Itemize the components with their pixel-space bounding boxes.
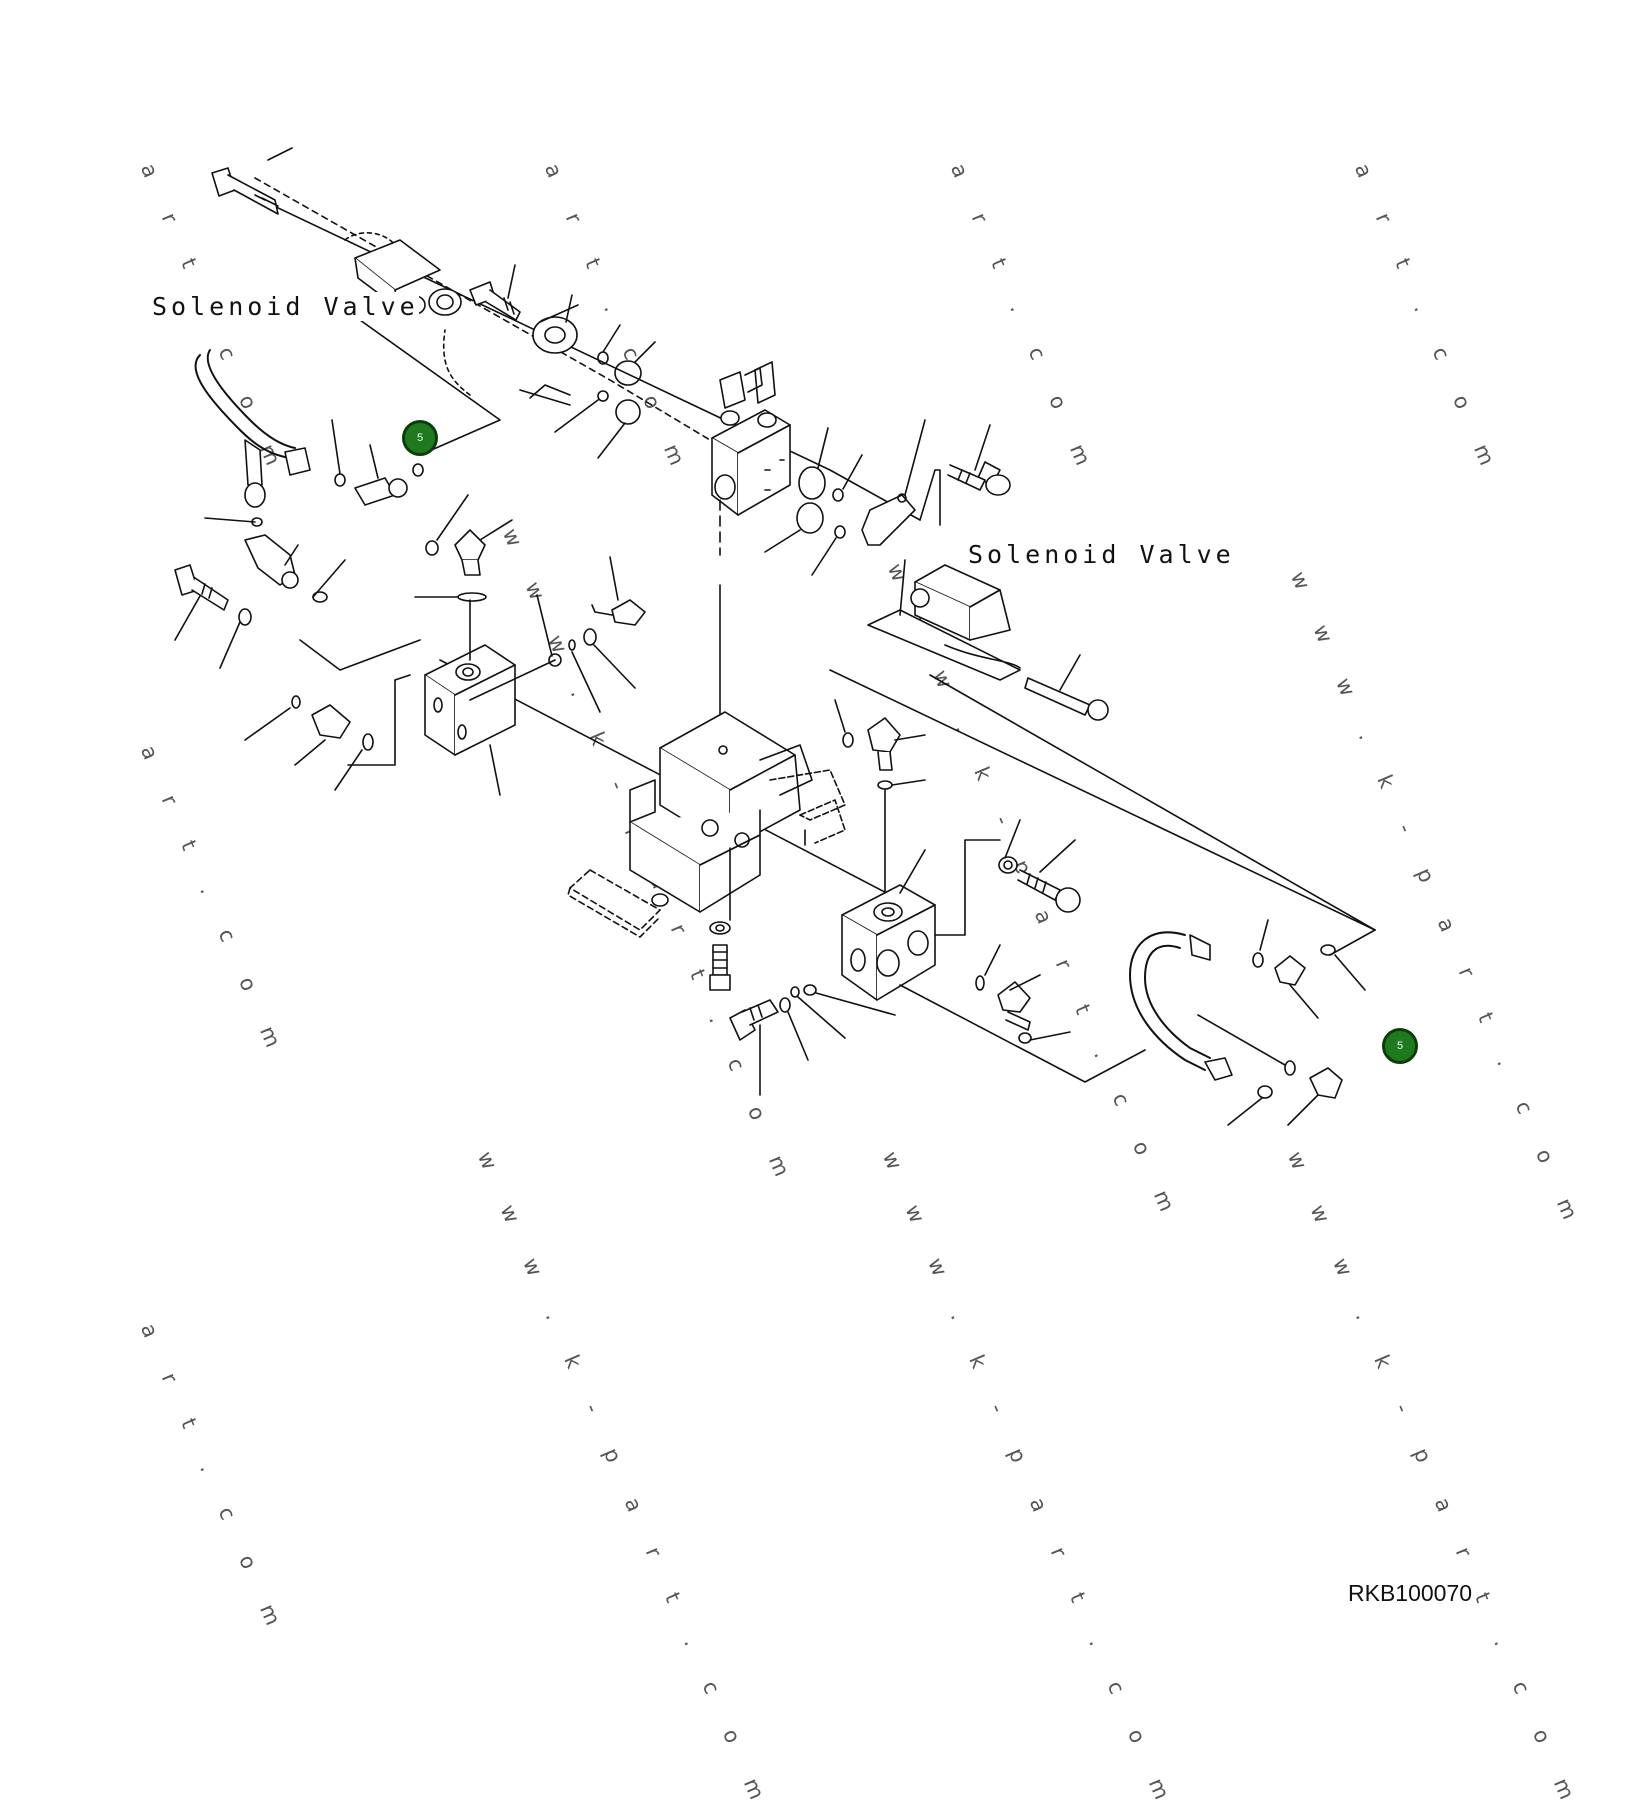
bolt-right-middle [998, 819, 1081, 913]
fittings-left [174, 517, 346, 669]
bolt-bottom-center [729, 999, 779, 1096]
bolt-center-bottom [709, 921, 731, 991]
fittings-right-lower [779, 944, 1071, 1061]
o-rings-center [764, 419, 941, 576]
fittings-right-middle [834, 699, 926, 901]
callout-badge-5-lower[interactable]: 5 [1382, 1028, 1418, 1064]
parts-diagram: a r t . c o m a r t . c o m a r t . c o … [136, 147, 1589, 1819]
valve-block-top [711, 361, 791, 761]
hose-right [1129, 919, 1376, 1126]
exploded-view-drawing [174, 147, 1376, 1126]
elbow-fitting-upper [414, 494, 513, 602]
reference-code: RKB100070 [1348, 1580, 1473, 1606]
valve-block-right [841, 839, 1146, 1083]
solenoid-valve-2-body [867, 559, 1376, 931]
bolt-right-top [947, 424, 1011, 496]
solenoid-valve-label-right: Solenoid Valve [968, 540, 1235, 569]
valve-block-left [347, 599, 516, 796]
bolt-upper-middle [469, 264, 656, 459]
fittings-left-lower [244, 695, 374, 791]
fittings-middle [469, 556, 646, 713]
hose-left [194, 349, 424, 508]
solenoid-valve-label-upper: Solenoid Valve [152, 292, 419, 321]
callout-badge-5-upper[interactable]: 5 [402, 420, 438, 456]
valve-block-center [567, 711, 846, 938]
bolt-top-left [211, 147, 293, 215]
